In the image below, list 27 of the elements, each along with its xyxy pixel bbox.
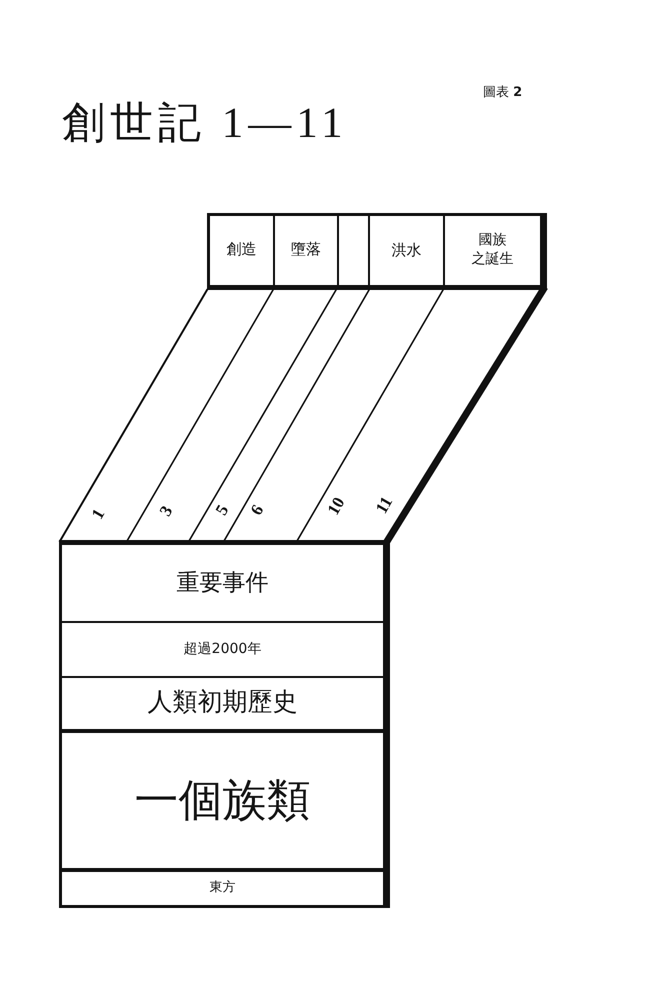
row-cell — [59, 540, 390, 621]
header-cell — [443, 213, 547, 290]
header-cell — [207, 213, 273, 290]
row-cell — [59, 621, 390, 676]
chapter-number: 6 — [248, 502, 266, 518]
cell-label: 創造 — [226, 240, 256, 260]
diagram-title: 創世記 1—11 — [62, 102, 348, 145]
chapter-number: 10 — [324, 494, 348, 518]
header-cell — [368, 213, 443, 290]
empty-cell — [337, 213, 368, 290]
cell-label: 國族之誕生 — [472, 232, 514, 268]
chapter-number: 1 — [88, 506, 108, 522]
cell-label: 人類初期歷史 — [148, 688, 298, 718]
cell-label: 超過2000年 — [184, 640, 262, 659]
figure-number: 圖表 2 — [483, 86, 522, 99]
cell-label: 東方 — [210, 880, 236, 897]
chapter-number: 11 — [372, 494, 396, 516]
cell-label: 墮落 — [291, 240, 321, 260]
chapter-number: 3 — [156, 503, 176, 519]
cell-label: 重要事件 — [176, 569, 268, 598]
header-cell — [273, 213, 337, 290]
cell-label: 洪水 — [392, 240, 422, 260]
chapter-number: 5 — [212, 502, 232, 518]
row-cell — [59, 676, 390, 729]
cell-label: 一個族類 — [134, 774, 310, 828]
row-cell — [59, 729, 390, 868]
row-cell — [59, 868, 390, 908]
